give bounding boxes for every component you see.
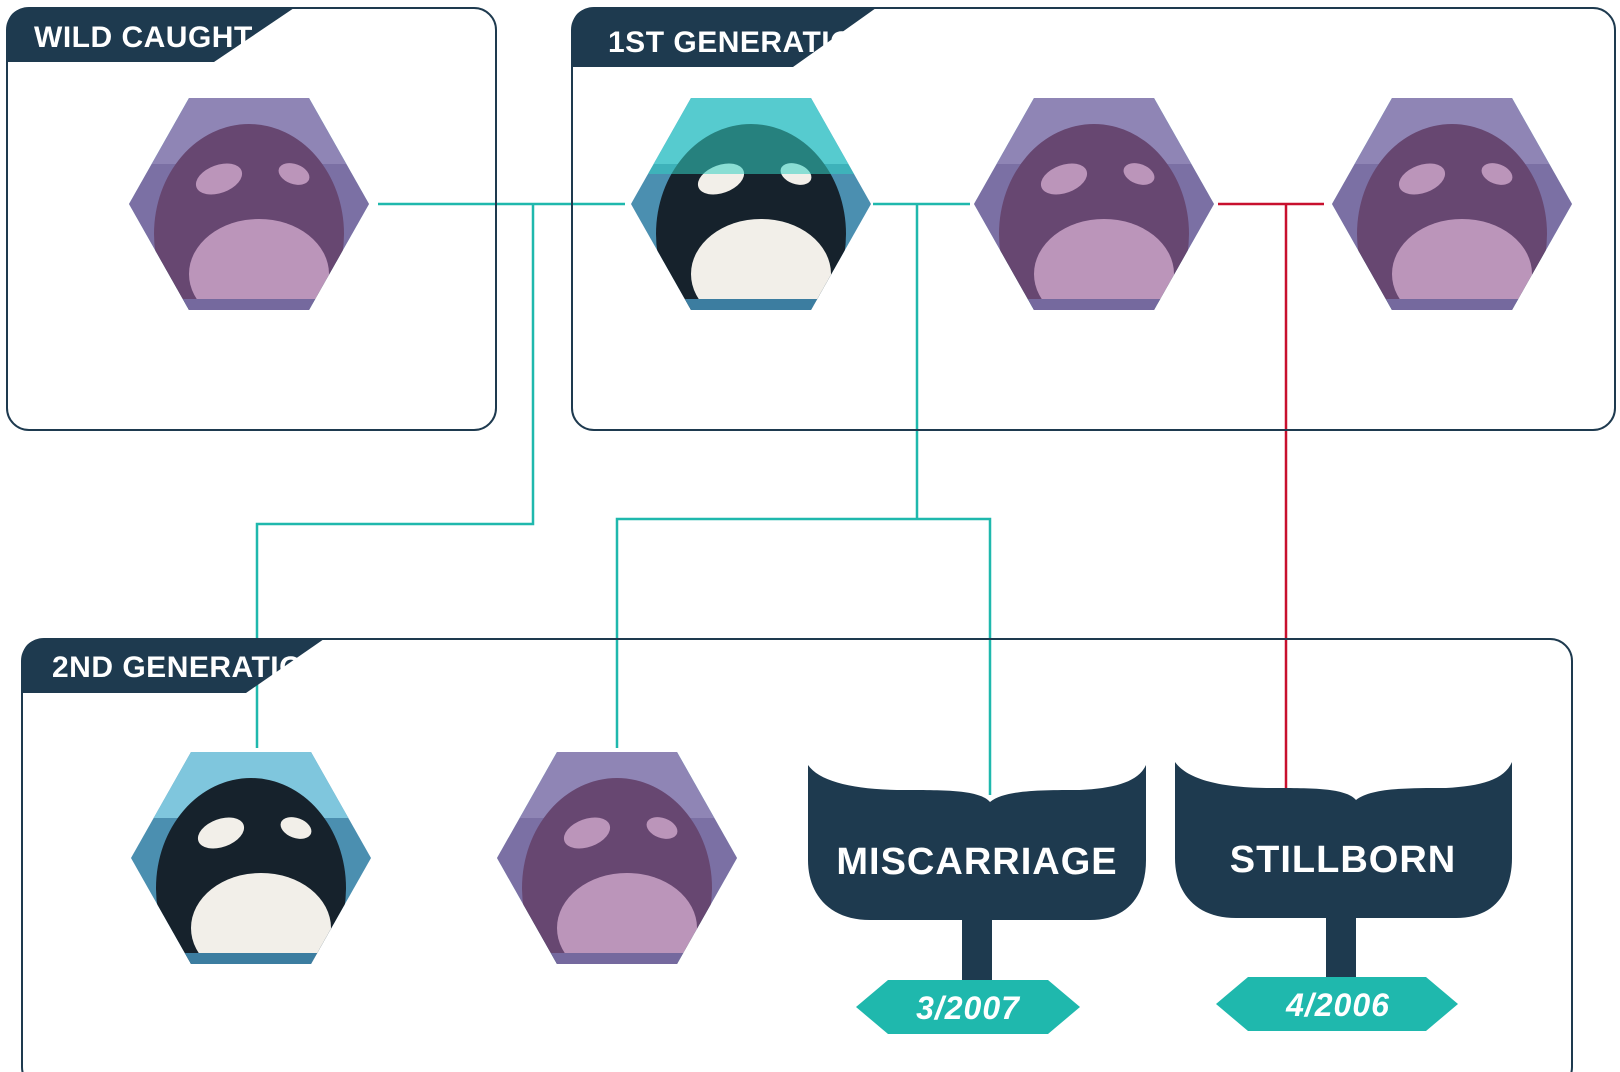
- whale-tail-icon: [808, 765, 1146, 920]
- panel-second-generation: 2ND GENERATION: [21, 638, 1573, 1072]
- orca-photo: [1332, 98, 1572, 310]
- link-to-miscarriage: [917, 517, 992, 795]
- outcome-label: STILLBORN: [1230, 839, 1456, 881]
- whale-tail-icon: [1175, 762, 1512, 918]
- tail-stem: [1326, 916, 1356, 982]
- orca-photo: [974, 98, 1214, 310]
- orca-gen1-c: [1332, 98, 1572, 310]
- orca-wild-1: [129, 98, 369, 310]
- panel-tag: [22, 639, 324, 693]
- panel-wild-caught: WILD CAUGHT: [6, 7, 497, 431]
- purple-tint-overlay: [129, 98, 369, 310]
- orca-photo: [129, 98, 369, 310]
- orca-gen2-b: [497, 752, 737, 964]
- panel-first-generation: 1ST GENERATION: [571, 7, 1616, 431]
- panel-border: [571, 7, 1616, 431]
- panel-tag: [572, 8, 876, 67]
- purple-tint-overlay: [497, 752, 737, 964]
- outcome-date: 4/2006: [1285, 987, 1390, 1023]
- panel-border: [21, 638, 1573, 1072]
- date-banner: [1216, 977, 1458, 1031]
- orca-photo: [497, 752, 737, 964]
- outcome-label: MISCARRIAGE: [836, 841, 1117, 883]
- link-to-gen2-b: [615, 517, 917, 748]
- link-wild-pair-to-gen2-a: [255, 204, 535, 748]
- connector-lines: [255, 202, 1324, 795]
- panel-title: 2ND GENERATION: [52, 651, 325, 684]
- water-highlight: [631, 98, 871, 174]
- outcome-date: 3/2007: [916, 990, 1021, 1026]
- orca-photo: [131, 752, 371, 964]
- panel-title: 1ST GENERATION: [608, 26, 876, 59]
- purple-tint-overlay: [974, 98, 1214, 310]
- orca-gen2-a: [131, 752, 371, 964]
- outcome-miscarriage: MISCARRIAGE 3/2007: [808, 765, 1146, 1034]
- outcome-stillborn: STILLBORN 4/2006: [1175, 762, 1512, 1031]
- date-banner: [856, 980, 1080, 1034]
- orca-gen1-b: [974, 98, 1214, 310]
- orca-gen1-a: [631, 98, 871, 310]
- tail-stem: [962, 918, 992, 984]
- panel-title: WILD CAUGHT: [34, 21, 253, 54]
- panel-tag: [7, 8, 294, 62]
- purple-tint-overlay: [1332, 98, 1572, 310]
- orca-photo: [631, 98, 871, 310]
